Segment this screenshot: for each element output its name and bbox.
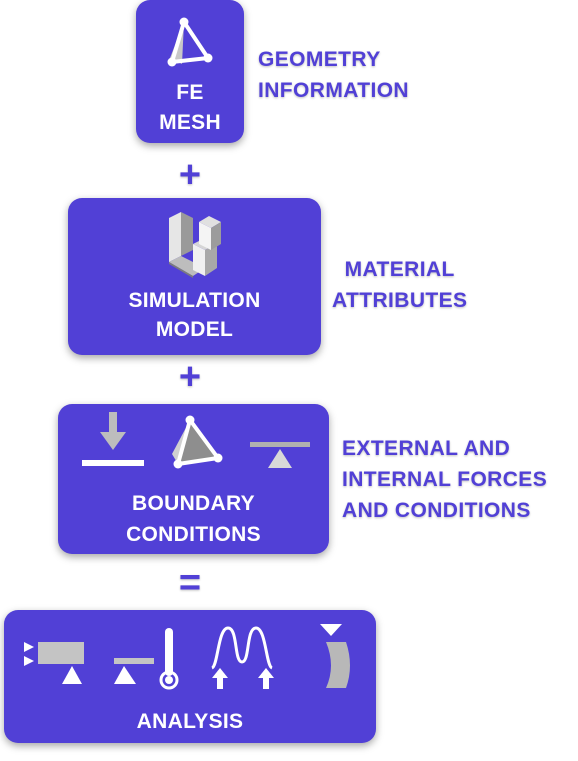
side-label-line: GEOMETRY	[258, 48, 381, 71]
analysis-box: ANALYSIS	[4, 610, 376, 743]
fe-mesh-label-line2: MESH	[159, 111, 221, 134]
boundary-label-line1: BOUNDARY	[132, 492, 255, 515]
side-label-line: AND CONDITIONS	[342, 499, 531, 522]
triangle-mesh-icon	[167, 17, 213, 67]
triangle-mesh-icon	[172, 415, 223, 469]
force-arrow-icon	[82, 412, 144, 466]
simulation-model-label-line1: SIMULATION	[128, 289, 261, 312]
support-icon	[250, 442, 310, 468]
thermal-icon	[114, 628, 179, 690]
side-label-line: INFORMATION	[258, 79, 409, 102]
deformation-icon	[320, 624, 350, 688]
side-label-line: MATERIAL	[344, 258, 455, 281]
simulation-model-box: SIMULATION MODEL	[68, 198, 321, 355]
simulation-model-label-line2: MODEL	[155, 318, 234, 341]
plus-operator: +	[178, 154, 202, 196]
material-attributes-label: MATERIAL ATTRIBUTES	[332, 254, 467, 316]
fe-mesh-label-line1: FE	[176, 81, 204, 104]
geometry-info-label: GEOMETRY INFORMATION	[258, 44, 409, 106]
plus-operator: +	[178, 356, 202, 398]
dynamic-icon	[210, 626, 274, 689]
side-label-line: ATTRIBUTES	[332, 289, 468, 312]
analysis-label: ANALYSIS	[136, 710, 244, 733]
static-load-icon	[24, 642, 84, 684]
boundary-conditions-box: BOUNDARY CONDITIONS	[58, 404, 329, 554]
forces-conditions-label: EXTERNAL AND INTERNAL FORCES AND CONDITI…	[342, 433, 547, 526]
side-label-line: INTERNAL FORCES	[342, 468, 548, 491]
equals-operator: =	[178, 562, 202, 604]
material-blocks-icon	[169, 212, 221, 278]
side-label-line: EXTERNAL AND	[342, 437, 511, 460]
fe-mesh-box: FE MESH	[136, 0, 244, 143]
boundary-label-line2: CONDITIONS	[126, 523, 261, 546]
